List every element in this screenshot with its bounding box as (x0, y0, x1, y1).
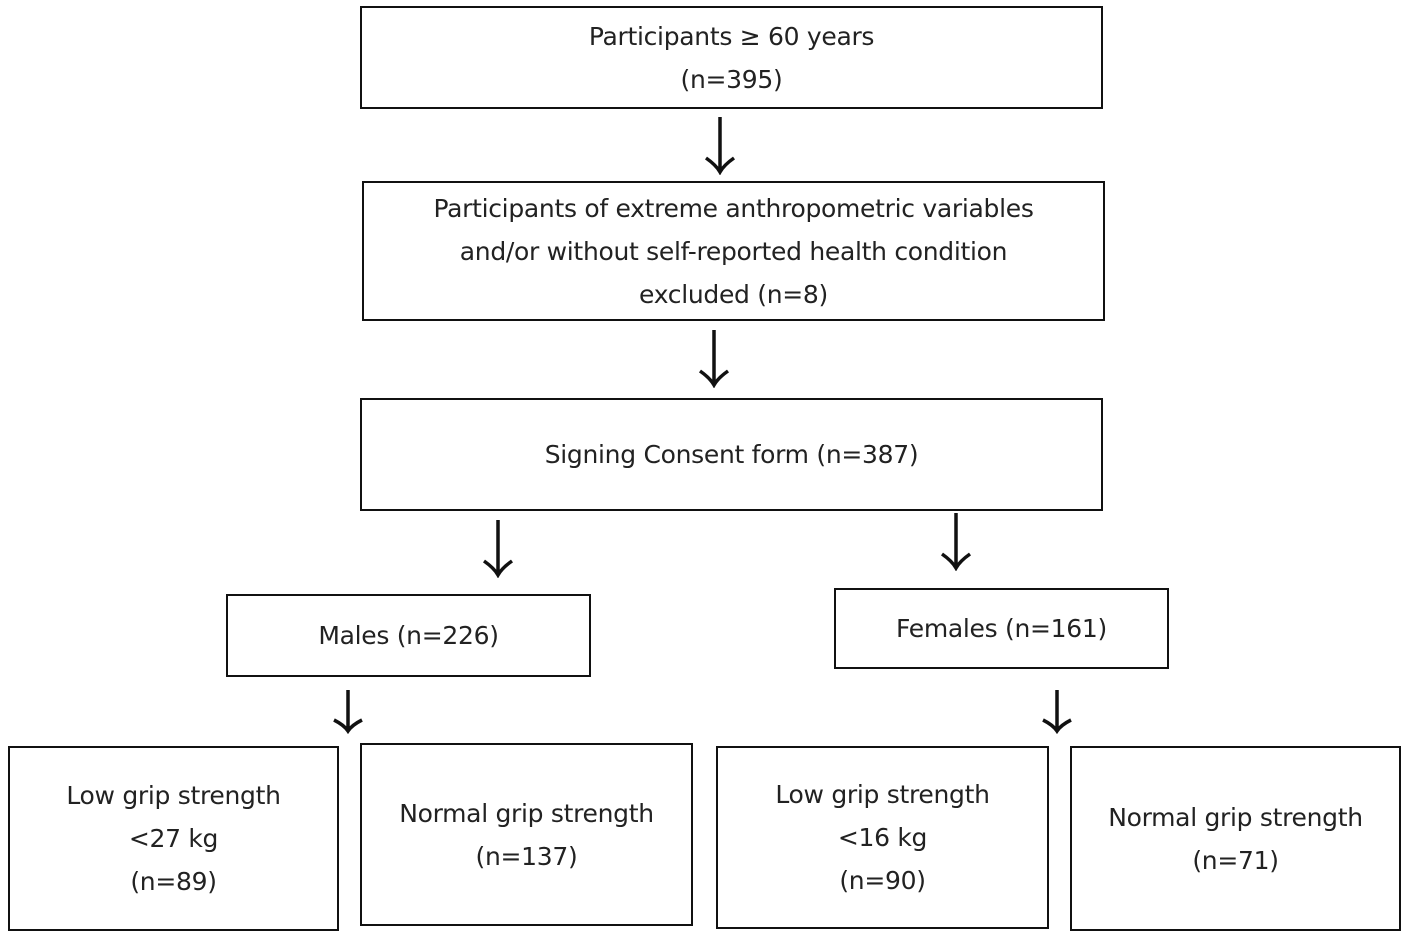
males-box: Males (n=226) (226, 594, 591, 677)
excluded-line-1: Participants of extreme anthropometric v… (433, 193, 1034, 223)
participants-label: Participants ≥ 60 years (588, 21, 875, 51)
arrow-down-icon (698, 330, 730, 388)
excluded-line-3: excluded (n=8) (639, 279, 828, 309)
females-normal-label: Normal grip strength (1108, 802, 1363, 832)
consent-label: Signing Consent form (n=387) (544, 440, 919, 469)
excluded-line-2: and/or without self-reported health cond… (459, 236, 1008, 266)
excluded-box: Participants of extreme anthropometric v… (362, 181, 1105, 321)
females-low-grip-box: Low grip strength <16 kg (n=90) (716, 746, 1049, 929)
arrow-down-icon (333, 690, 363, 734)
females-normal-count: (n=71) (1192, 845, 1279, 875)
females-label: Females (n=161) (896, 614, 1107, 643)
males-normal-label: Normal grip strength (399, 798, 654, 828)
females-low-count: (n=90) (839, 866, 926, 895)
males-normal-count: (n=137) (475, 841, 578, 871)
males-low-label: Low grip strength (66, 781, 281, 810)
females-normal-grip-box: Normal grip strength (n=71) (1070, 746, 1401, 931)
males-label: Males (n=226) (318, 621, 499, 650)
males-low-threshold: <27 kg (128, 824, 219, 853)
arrow-down-icon (704, 117, 736, 175)
arrow-down-icon (482, 520, 514, 578)
participants-box: Participants ≥ 60 years (n=395) (360, 6, 1103, 109)
arrow-down-icon (1042, 690, 1072, 734)
females-low-threshold: <16 kg (837, 823, 928, 852)
males-normal-grip-box: Normal grip strength (n=137) (360, 743, 693, 926)
participants-count: (n=395) (680, 64, 783, 94)
males-low-grip-box: Low grip strength <27 kg (n=89) (8, 746, 339, 931)
females-low-label: Low grip strength (775, 780, 990, 809)
consent-box: Signing Consent form (n=387) (360, 398, 1103, 511)
arrow-down-icon (940, 513, 972, 571)
males-low-count: (n=89) (130, 867, 217, 896)
females-box: Females (n=161) (834, 588, 1169, 669)
